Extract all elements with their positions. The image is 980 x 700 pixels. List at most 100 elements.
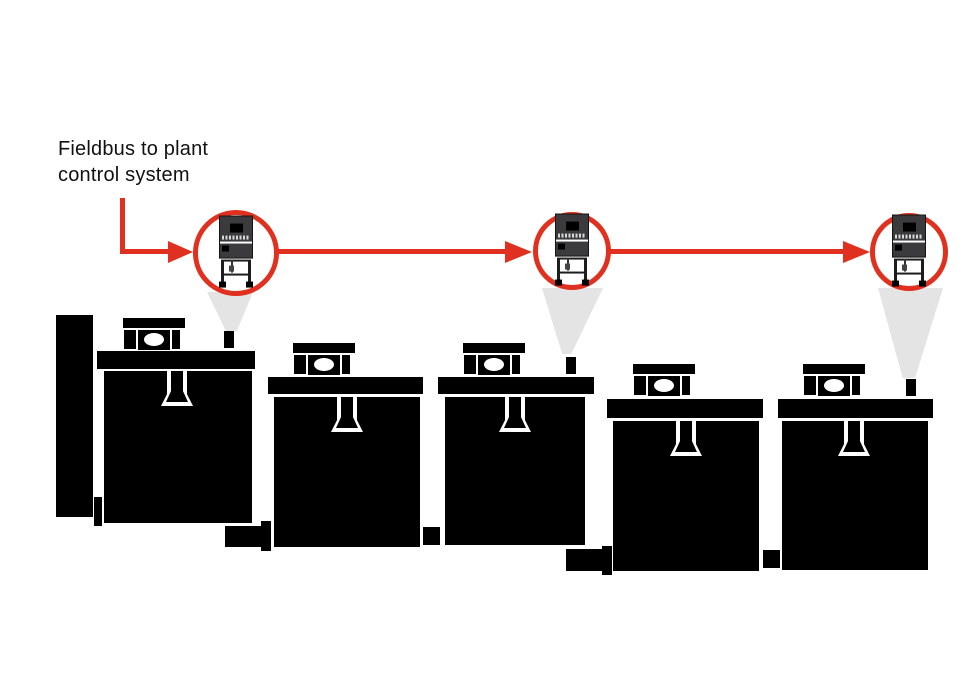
- stand-crossbar: [221, 273, 251, 276]
- tank-lid: [778, 399, 933, 418]
- probe-fitting: [565, 263, 570, 270]
- agitator-motor-left-mount: [294, 355, 306, 374]
- stand-right-leg: [921, 259, 924, 283]
- stand-right-leg: [584, 258, 587, 282]
- transmitter-icon: [217, 215, 255, 288]
- agitator-motor-icon: [648, 376, 680, 396]
- transmitter-icon: [890, 214, 928, 287]
- fieldbus-arrow-icon: [843, 241, 870, 263]
- stand-right-foot: [919, 280, 926, 287]
- transmitter-display: [566, 221, 579, 231]
- tank-outlet-flange: [261, 521, 271, 551]
- tank-outlet-pipe: [566, 549, 604, 571]
- probe-fitting: [229, 265, 234, 272]
- agitator-flare: [675, 441, 697, 452]
- stand-right-leg: [248, 260, 251, 284]
- tank-nozzle: [224, 331, 234, 348]
- tank-nozzle: [906, 379, 916, 396]
- agitator-motor-right-mount: [342, 355, 350, 374]
- fieldbus-arrow-icon: [505, 241, 532, 263]
- agitator-motor-right-mount: [852, 376, 860, 395]
- agitator-motor-left-mount: [634, 376, 646, 395]
- motor-ellipse: [144, 333, 164, 346]
- probe-fitting: [902, 264, 907, 271]
- tank-outlet: [423, 527, 440, 545]
- analyzer-node-circle: [533, 212, 611, 290]
- motor-ellipse: [484, 358, 504, 371]
- agitator-motor-top-bar: [803, 364, 865, 374]
- agitator-flare: [843, 441, 865, 452]
- agitator-motor-top-bar: [123, 318, 185, 328]
- transmitter-panel: [892, 214, 926, 258]
- fieldbus-segment: [609, 249, 845, 254]
- tank-lid: [607, 399, 763, 418]
- stand-right-foot: [246, 281, 253, 288]
- stand-left-leg: [894, 259, 897, 283]
- agitator-motor-right-mount: [682, 376, 690, 395]
- agitator-motor-left-mount: [124, 330, 136, 349]
- wall-column: [56, 315, 93, 517]
- agitator-shaft: [509, 397, 521, 419]
- transmitter-separator: [556, 239, 588, 242]
- stand-crossbar: [894, 272, 924, 275]
- transmitter-terminal-row: [895, 234, 923, 239]
- stand-left-leg: [221, 260, 224, 284]
- stand-left-foot: [555, 279, 562, 286]
- agitator-motor-right-mount: [512, 355, 520, 374]
- transmitter-module: [558, 243, 565, 250]
- transmitter-panel: [555, 213, 589, 257]
- callout-cone: [878, 288, 943, 378]
- agitator-motor-icon: [478, 355, 510, 375]
- agitator-shaft: [341, 397, 353, 419]
- fieldbus-arrow-icon: [168, 241, 193, 263]
- callout-cone: [542, 288, 603, 354]
- callout-cone: [207, 292, 253, 331]
- agitator-shaft: [680, 421, 692, 443]
- transmitter-module: [222, 245, 229, 252]
- fieldbus-segment: [277, 249, 507, 254]
- agitator-flare: [166, 391, 188, 402]
- transmitter-terminal-row: [558, 233, 586, 238]
- agitator-flare: [336, 417, 358, 428]
- stand-left-foot: [219, 281, 226, 288]
- agitator-flare: [504, 417, 526, 428]
- transmitter-panel: [219, 215, 253, 259]
- agitator-motor-top-bar: [463, 343, 525, 353]
- transmitter-icon: [553, 213, 591, 286]
- motor-ellipse: [824, 379, 844, 392]
- fieldbus-segment: [120, 249, 172, 254]
- stand-left-foot: [892, 280, 899, 287]
- stand-left-leg: [557, 258, 560, 282]
- tank-outlet-pipe: [225, 526, 263, 547]
- agitator-motor-right-mount: [172, 330, 180, 349]
- tank-outlet: [763, 550, 780, 568]
- agitator-motor-left-mount: [464, 355, 476, 374]
- transmitter-separator: [220, 241, 252, 244]
- stand-crossbar: [557, 271, 587, 274]
- analyzer-node-circle: [870, 213, 948, 291]
- analyzer-node-circle: [193, 210, 279, 296]
- stand-right-foot: [582, 279, 589, 286]
- tank-outlet: [94, 497, 102, 526]
- agitator-shaft: [848, 421, 860, 443]
- agitator-motor-icon: [818, 376, 850, 396]
- transmitter-separator: [893, 240, 925, 243]
- agitator-motor-top-bar: [633, 364, 695, 374]
- transmitter-terminal-row: [222, 235, 250, 240]
- stand-top-bar: [221, 259, 251, 262]
- transmitter-module: [895, 244, 902, 251]
- fieldbus-label: Fieldbus to plant control system: [58, 136, 208, 188]
- agitator-motor-top-bar: [293, 343, 355, 353]
- agitator-motor-icon: [138, 330, 170, 350]
- tank-lid: [438, 377, 594, 394]
- transmitter-display: [230, 223, 243, 233]
- agitator-motor-left-mount: [804, 376, 816, 395]
- motor-ellipse: [314, 358, 334, 371]
- tank-outlet-flange: [602, 546, 612, 575]
- fieldbus-label-line2: control system: [58, 164, 190, 186]
- stand-top-bar: [557, 257, 587, 260]
- agitator-shaft: [171, 371, 183, 393]
- tank-lid: [268, 377, 423, 394]
- agitator-motor-icon: [308, 355, 340, 375]
